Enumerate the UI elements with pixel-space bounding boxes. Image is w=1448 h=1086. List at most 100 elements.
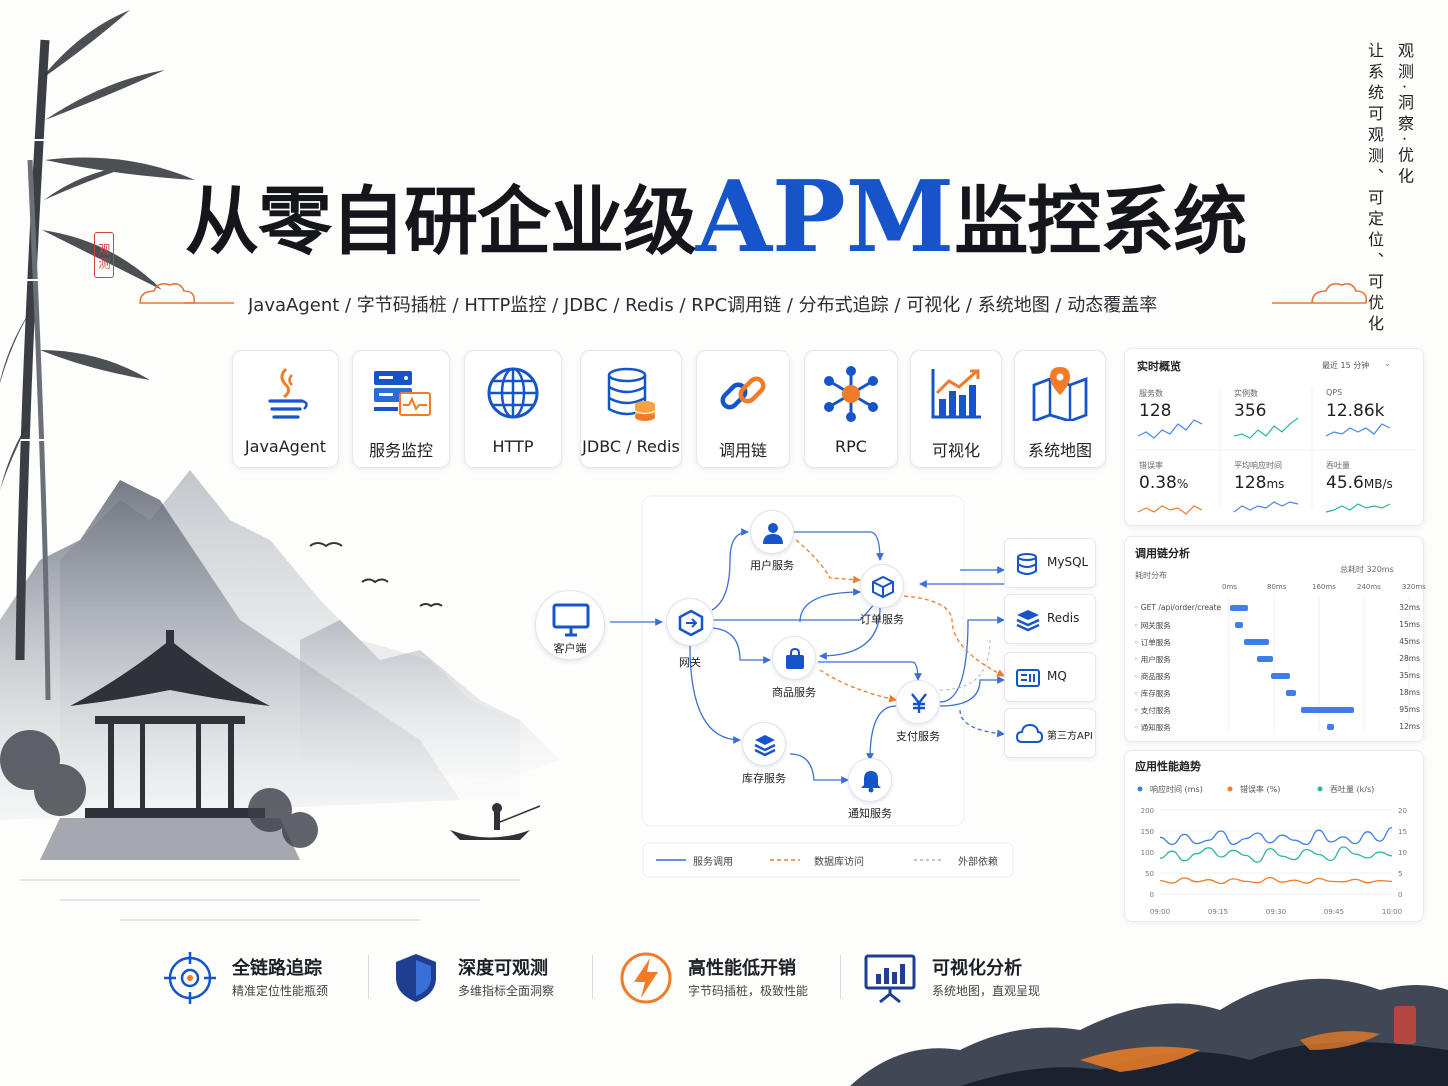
- feature-deep-observability: 深度可观测 多维指标全面洞察: [388, 950, 588, 1010]
- y-right-tick: 10: [1398, 849, 1407, 857]
- notify-service-node[interactable]: [848, 758, 892, 802]
- kpi-instance-count: 实例数 356: [1234, 388, 1322, 452]
- inventory-service-node[interactable]: [742, 722, 786, 766]
- order-service-node[interactable]: [860, 564, 904, 608]
- trace-tick: 80ms: [1267, 583, 1287, 591]
- kpi-avg-response: 平均响应时间 128ms: [1234, 460, 1322, 524]
- user-service-label: 用户服务: [750, 559, 794, 572]
- product-service-node[interactable]: [772, 636, 816, 680]
- divider: [368, 955, 369, 999]
- tile-label: 系统地图: [1027, 441, 1092, 460]
- kpi-service-count: 服务数 128: [1139, 388, 1227, 452]
- dependency-mq[interactable]: MQ: [1004, 652, 1096, 702]
- client-node[interactable]: [535, 590, 605, 660]
- tech-keywords-subtitle: JavaAgent / 字节码插桩 / HTTP监控 / JDBC / Redi…: [248, 295, 1158, 316]
- bell-icon: [861, 771, 881, 793]
- legend-dot: [1137, 786, 1143, 792]
- feature-title: 全链路追踪: [232, 958, 322, 979]
- payment-service-node[interactable]: [896, 680, 940, 724]
- feature-full-trace: 全链路追踪 精准定位性能瓶颈: [162, 950, 362, 1010]
- tile-label: 服务监控: [368, 441, 433, 460]
- trace-span-name: ◦ GET /api/order/create: [1134, 603, 1222, 612]
- tile-label: RPC: [835, 437, 867, 456]
- user-service-node[interactable]: [750, 510, 794, 554]
- tile-system-map[interactable]: 系统地图: [1014, 350, 1106, 468]
- legend-label: 错误率 (%): [1240, 784, 1280, 794]
- sparkline: [1233, 417, 1299, 439]
- lightning-icon: [620, 952, 672, 1004]
- title-highlight: APM: [696, 160, 955, 275]
- x-tick: 09:30: [1266, 908, 1286, 916]
- performance-trend-chart: 响应时间 (ms)错误率 (%)吞吐量 (k/s)200150100500201…: [1137, 784, 1407, 916]
- dependency-mysql[interactable]: MySQL: [1004, 538, 1096, 588]
- trace-span-bar: [1234, 622, 1243, 628]
- legend-dot: [1227, 786, 1233, 792]
- package-box-icon: [872, 575, 894, 599]
- trace-total: 总耗时 320ms: [1340, 565, 1394, 574]
- trace-gridlines: [1228, 594, 1410, 734]
- rpc-network-icon: [824, 366, 878, 422]
- tile-call-chain[interactable]: 调用链: [696, 350, 790, 468]
- vertical-slogan-2: 让系统可观测、可定位、可优化: [1365, 42, 1384, 336]
- trace-span-name: ◦ 用户服务: [1134, 655, 1171, 664]
- feature-desc: 字节码插桩，极致性能: [688, 984, 809, 998]
- redis-stack-icon: [1016, 610, 1040, 632]
- trace-span-bar: [1326, 724, 1334, 730]
- gateway-hex-icon: [678, 609, 704, 637]
- trace-span-bar: [1257, 656, 1273, 662]
- time-range-select[interactable]: 最近 15 分钟: [1322, 361, 1370, 370]
- globe-icon: [487, 367, 539, 419]
- trace-span-time: 12ms: [1399, 722, 1420, 731]
- feature-title: 高性能低开销: [688, 958, 796, 979]
- overview-title: 实时概览: [1137, 360, 1181, 373]
- kpi-label: 吞吐量: [1326, 461, 1350, 470]
- order-service-label: 订单服务: [860, 613, 904, 626]
- legend-label: 吞吐量 (k/s): [1330, 785, 1374, 794]
- legend-dot: [1317, 786, 1323, 792]
- trace-row[interactable]: ◦ 通知服务 12ms: [1134, 720, 1420, 734]
- tile-jdbc-redis[interactable]: JDBC / Redis: [580, 350, 682, 468]
- trace-subtitle: 耗时分布: [1135, 571, 1167, 580]
- y-left-tick: 200: [1141, 807, 1154, 815]
- sparkline: [1137, 505, 1203, 515]
- feature-desc: 系统地图，直观呈现: [932, 984, 1041, 998]
- trace-span-time: 32ms: [1399, 603, 1420, 612]
- shopping-bag-icon: [786, 647, 804, 669]
- trace-span-time: 15ms: [1399, 620, 1420, 629]
- feature-title: 深度可观测: [458, 958, 548, 979]
- x-tick: 09:00: [1150, 908, 1170, 916]
- topology-legend-swatches: [656, 859, 944, 861]
- y-right-tick: 15: [1398, 828, 1407, 836]
- tile-http[interactable]: HTTP: [464, 350, 562, 468]
- dependency-label: Redis: [1047, 611, 1080, 625]
- dependency-label: 第三方API: [1047, 731, 1093, 742]
- chevron-down-icon[interactable]: ⌄: [1384, 359, 1391, 368]
- tile-rpc[interactable]: RPC: [804, 350, 898, 468]
- trace-row[interactable]: ◦ GET /api/order/create 32ms: [1134, 601, 1420, 615]
- realtime-overview-panel: [1124, 348, 1424, 526]
- dependency-third-party-api[interactable]: 第三方API: [1004, 708, 1096, 758]
- gateway-node[interactable]: [666, 598, 714, 646]
- tile-visualization[interactable]: 可视化: [910, 350, 1002, 468]
- dependency-redis[interactable]: Redis: [1004, 594, 1096, 644]
- tile-label: HTTP: [492, 437, 534, 456]
- y-right-tick: 0: [1398, 891, 1402, 899]
- trace-tick: 240ms: [1357, 583, 1381, 591]
- kpi-value: 45.6MB/s: [1326, 473, 1393, 493]
- kpi-value: 0.38%: [1139, 473, 1189, 493]
- tile-service-monitor[interactable]: 服务监控: [352, 350, 450, 468]
- legend-label: 响应时间 (ms): [1150, 784, 1203, 794]
- dependency-label: MySQL: [1047, 555, 1089, 569]
- map-pin-icon: [1032, 367, 1088, 421]
- payment-service-label: 支付服务: [896, 730, 940, 743]
- vertical-slogan-1: 观测·洞察·优化: [1395, 42, 1414, 189]
- trace-span-name: ◦ 通知服务: [1134, 723, 1171, 732]
- y-left-tick: 0: [1150, 891, 1154, 899]
- tile-javaagent[interactable]: JavaAgent: [232, 350, 339, 468]
